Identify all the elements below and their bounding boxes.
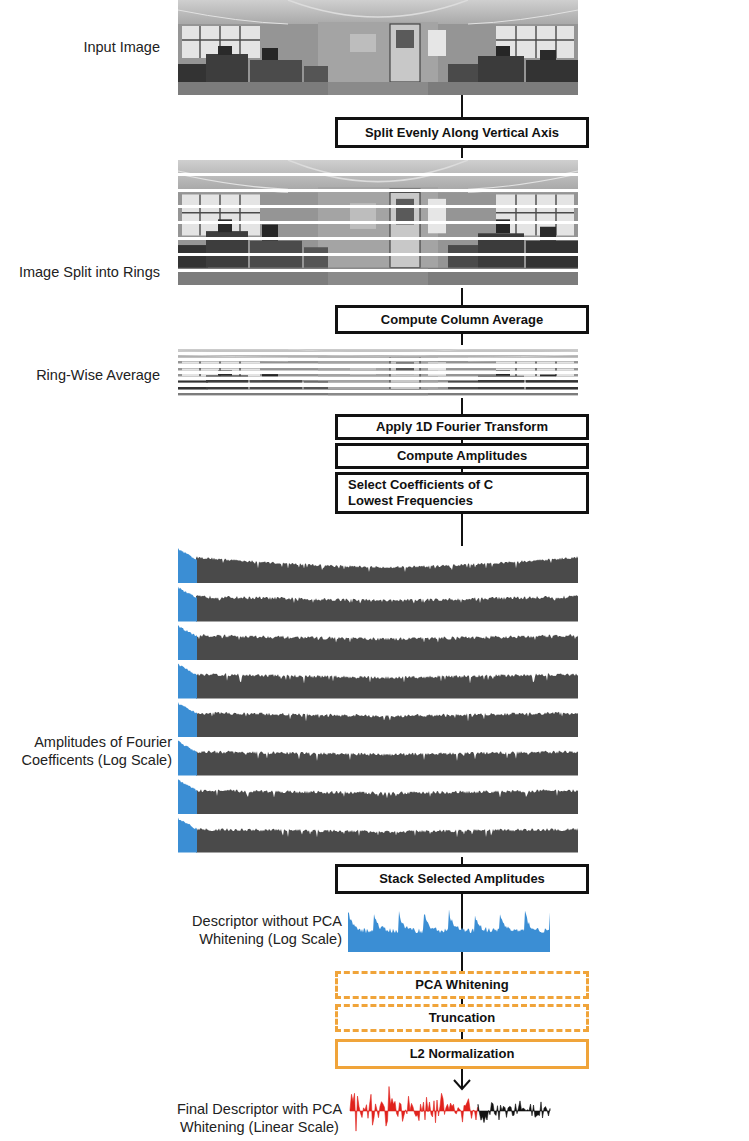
ring-average	[178, 376, 578, 396]
stage-label: Amplitudes of Fourier Coefficents (Log S…	[7, 733, 172, 769]
process-box: Select Coefficients of C Lowest Frequenc…	[335, 472, 589, 514]
stage-label: Ring-Wise Average	[0, 366, 160, 384]
box-text: Compute Amplitudes	[397, 448, 527, 464]
selected-coefficients	[178, 779, 197, 814]
pca-step-box: Truncation	[335, 1004, 589, 1032]
input-image	[178, 0, 578, 95]
amplitude-spectrum	[196, 789, 578, 814]
pca-step-box: L2 Normalization	[335, 1039, 589, 1069]
amplitude-plots	[178, 548, 578, 853]
image-ring	[178, 181, 578, 285]
selected-coefficients	[178, 818, 197, 853]
pca-step-box: PCA Whitening	[335, 971, 589, 999]
selected-coefficients	[178, 625, 197, 660]
descriptor-plot	[348, 909, 550, 952]
amplitude-spectrum	[196, 673, 578, 698]
final-descriptor-plot	[350, 1087, 550, 1132]
output-arrow-line	[461, 1069, 463, 1088]
stacked-descriptor	[348, 909, 550, 952]
flow-connector	[461, 1032, 463, 1039]
process-box: Stack Selected Amplitudes	[335, 864, 589, 894]
box-text: Compute Column Average	[381, 312, 543, 328]
ring-average	[178, 356, 578, 376]
spectrum-background	[176, 546, 580, 857]
selected-coefficients	[178, 741, 197, 776]
ring-average	[178, 361, 578, 381]
box-text: Apply 1D Fourier Transform	[376, 419, 548, 435]
ring-average	[178, 349, 578, 369]
box-text: PCA Whitening	[415, 977, 508, 993]
selected-coefficients	[178, 664, 197, 699]
process-box: Split Evenly Along Vertical Axis	[335, 117, 589, 148]
box-text: Truncation	[429, 1010, 495, 1026]
selected-coefficients	[178, 702, 197, 737]
selected-coefficients	[178, 548, 197, 583]
amplitude-spectrum	[196, 595, 578, 621]
box-text: Split Evenly Along Vertical Axis	[365, 125, 559, 141]
amplitude-spectrum	[196, 556, 578, 583]
process-box: Apply 1D Fourier Transform	[335, 414, 589, 440]
amplitude-spectrum	[196, 634, 578, 660]
box-text: Select Coefficients of C Lowest Frequenc…	[348, 477, 518, 509]
stage-label: Input Image	[0, 38, 160, 56]
process-box: Compute Amplitudes	[335, 443, 589, 469]
image-ring	[178, 178, 578, 282]
ring-average	[178, 368, 578, 388]
amplitude-spectrum	[196, 712, 578, 737]
box-text: Stack Selected Amplitudes	[379, 871, 545, 887]
process-box: Compute Column Average	[335, 305, 589, 334]
ring-average	[178, 372, 578, 392]
output-arrow-head	[454, 1080, 470, 1089]
stage-label: Descriptor without PCA Whitening (Log Sc…	[157, 912, 342, 948]
stage-label: Image Split into Rings	[0, 263, 160, 281]
selected-coefficients	[178, 587, 197, 622]
ring-background	[176, 158, 580, 288]
amplitude-spectrum	[196, 828, 578, 852]
flow-line	[461, 95, 463, 118]
whitened-components	[350, 1087, 478, 1132]
amplitude-spectrum	[196, 751, 578, 776]
stage-label: Final Descriptor with PCA Whitening (Lin…	[167, 1100, 352, 1136]
box-text: L2 Normalization	[410, 1046, 515, 1062]
truncated-components	[478, 1101, 550, 1123]
average-background	[176, 345, 580, 398]
